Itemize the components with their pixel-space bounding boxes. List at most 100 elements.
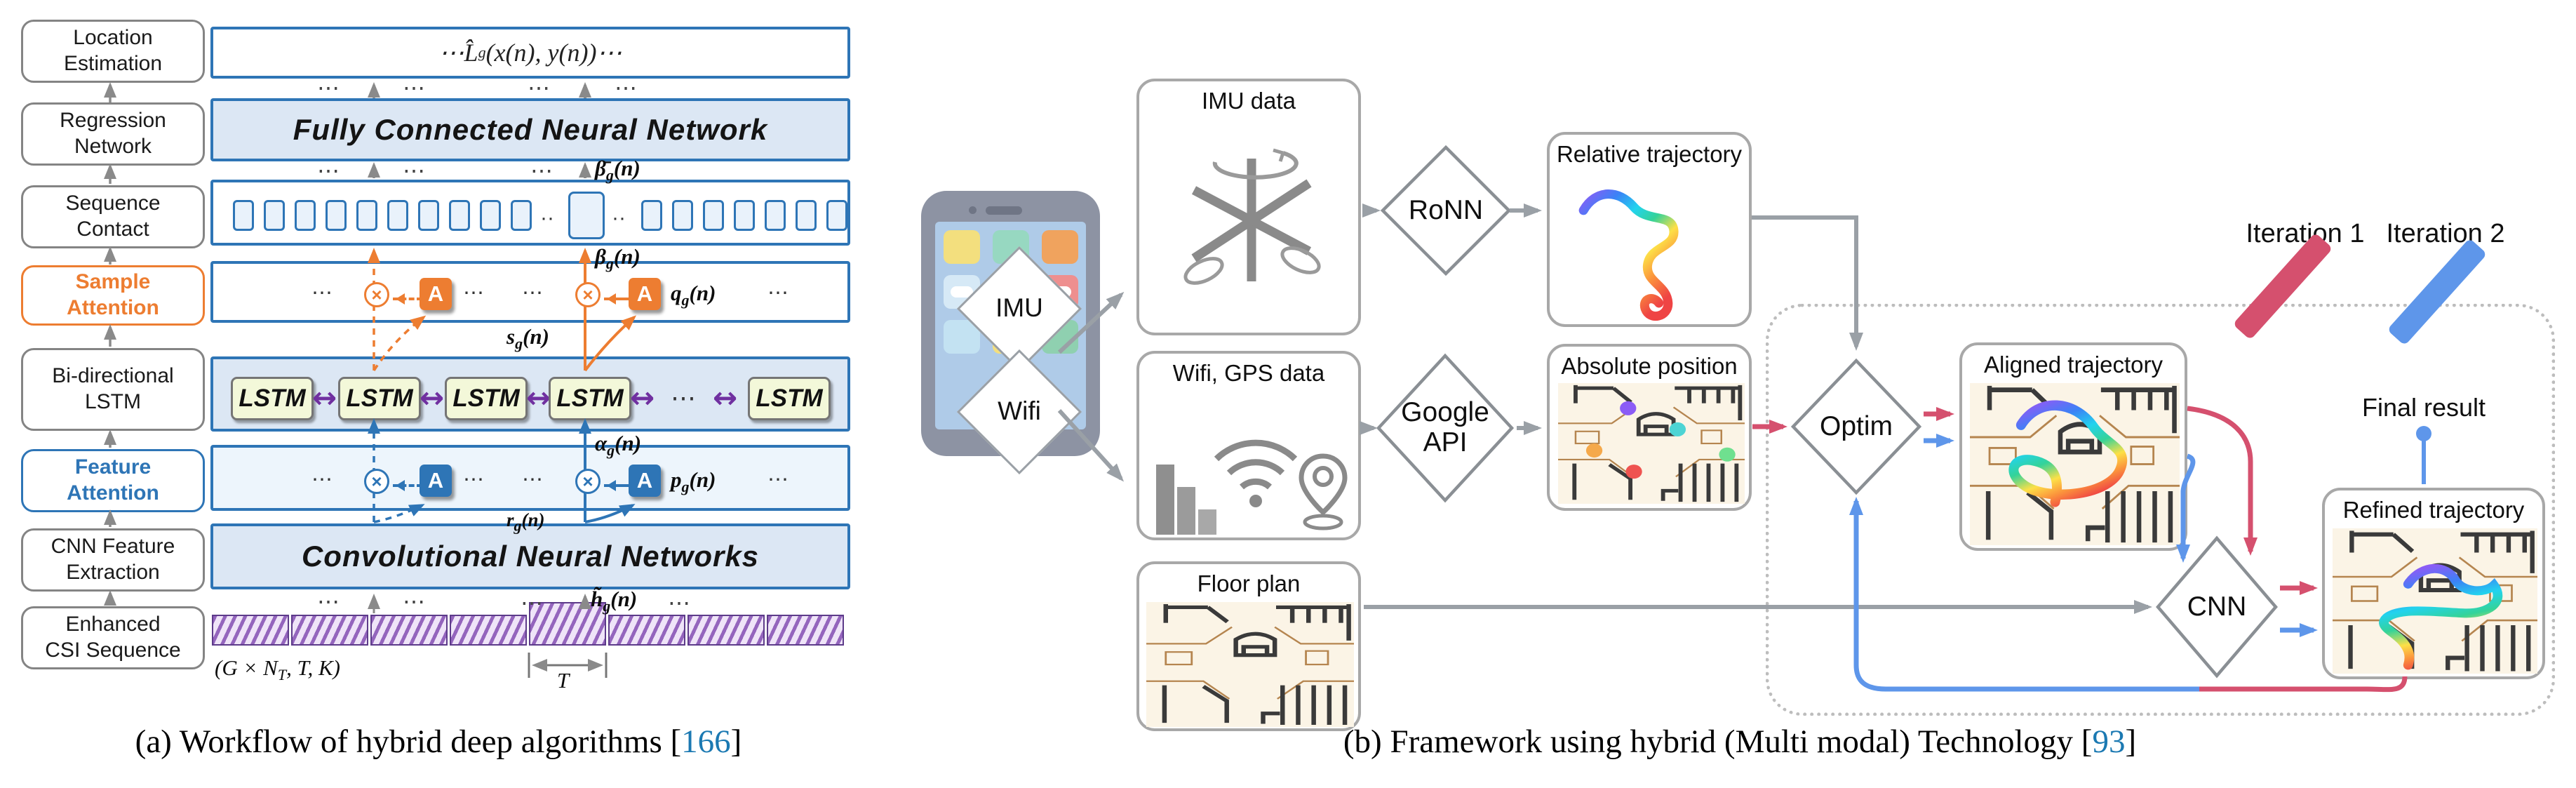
wifi-gps-icons	[1156, 439, 1348, 535]
label-line: CNN Feature	[51, 535, 175, 559]
ellipsis: ⋯	[463, 281, 484, 305]
refined-trajectory-box: Refined trajectory	[2322, 488, 2545, 679]
math-base: r	[507, 509, 514, 530]
label-line: Enhanced	[65, 613, 161, 636]
math-base: q	[671, 281, 682, 305]
bidirectional-arrow-icon: ↔	[312, 380, 337, 415]
attention-letter: A	[636, 468, 653, 493]
math-sub: g	[515, 335, 523, 353]
lstm-cell: LSTM	[231, 377, 314, 420]
ellipsis: ⋯	[317, 589, 340, 614]
floor-plan-image	[1146, 602, 1354, 727]
token-square	[480, 200, 501, 231]
label-line: Location	[73, 26, 153, 50]
caption-b-bracket: ]	[2125, 723, 2137, 760]
gyroscope-icon	[1183, 148, 1321, 285]
math-base: s	[507, 324, 516, 349]
math-sub: T	[277, 666, 287, 684]
refined-trajectory-image	[2333, 528, 2537, 674]
legend-iteration-2: Iteration 2	[2386, 219, 2505, 248]
ronn-diamond: RoNN	[1379, 144, 1512, 277]
label-regression-network: Regression Network	[21, 102, 205, 166]
attention-letter: A	[427, 281, 444, 306]
attention-arrow	[604, 293, 633, 305]
ellipsis: ⋯	[530, 158, 554, 183]
iteration-region	[1766, 304, 2555, 716]
imu-data-box: IMU data	[1136, 79, 1361, 335]
ellipsis: ⋯	[403, 75, 426, 100]
label-line: LSTM	[84, 390, 141, 413]
speaker-bar-icon	[986, 206, 1022, 215]
app-icon-detail	[951, 286, 973, 298]
math-sub: g	[607, 441, 615, 460]
formula-dots: ⋯	[596, 39, 622, 67]
label-enhanced-csi-sequence: Enhanced CSI Sequence	[21, 606, 205, 669]
citation-link-166[interactable]: 166	[681, 723, 731, 760]
attention-block-a: A	[629, 278, 661, 310]
sample-attention-block: ⋯ × A ⋯ ⋯ × A qg(n) ⋯	[210, 261, 850, 323]
token-square	[703, 200, 724, 231]
label-line: Regression	[60, 109, 166, 133]
app-icon	[944, 230, 980, 264]
ellipsis: ⋯	[767, 281, 789, 305]
math-tail: (n)	[613, 156, 640, 180]
math-tail: (n)	[689, 467, 716, 492]
ellipsis: ⋯	[521, 590, 544, 615]
attention-arrow-dashed	[393, 293, 422, 305]
attention-letter: A	[427, 468, 444, 493]
csi-segment-raised	[529, 602, 606, 646]
sequence-contact-block: ·· ··	[210, 180, 850, 246]
formula-base: L̂	[464, 39, 478, 67]
diamond-shape	[1790, 358, 1922, 495]
final-result-label: Final result	[2361, 393, 2486, 422]
imu-diamond-label: IMU	[995, 293, 1043, 322]
multiply-glyph: ×	[582, 283, 593, 305]
absolute-position-title: Absolute position	[1561, 353, 1738, 379]
fcnn-block: Fully Connected Neural Network	[210, 98, 850, 161]
token-square	[295, 200, 316, 231]
token-square	[326, 200, 347, 231]
math-tail: , T, K)	[286, 655, 341, 680]
cnn-title: Convolutional Neural Networks	[301, 540, 760, 573]
ellipsis: ⋯	[317, 75, 340, 100]
ellipsis: ⋯	[311, 468, 333, 491]
lstm-text: LSTM	[239, 385, 306, 412]
formula-sub: g	[478, 44, 486, 61]
formula-dots: ⋯	[438, 39, 464, 67]
output-location-box: ⋯L̂g(x(n), y(n))⋯	[210, 27, 850, 79]
math-sub: g	[681, 478, 690, 496]
ellipsis: ··	[540, 206, 554, 229]
label-line: Estimation	[63, 52, 163, 75]
multiply-icon: ×	[364, 282, 389, 307]
label-line: Sample	[75, 270, 151, 294]
math-sub: g	[514, 516, 522, 535]
label-line: Bi-directional	[52, 364, 174, 388]
google-api-label: Google API	[1375, 352, 1515, 504]
token-square	[765, 200, 786, 231]
math-h-label: h̃g(n)	[591, 587, 637, 615]
math-tail: (n)	[689, 281, 716, 305]
caption-a: (a) Workflow of hybrid deep algorithms […	[0, 723, 877, 761]
lstm-text: LSTM	[452, 385, 520, 412]
math-dims-label: (G × NT, T, K)	[215, 655, 340, 684]
citation-link-93[interactable]: 93	[2092, 723, 2126, 760]
cnn-diamond: CNN	[2155, 535, 2279, 679]
bidirectional-arrow-icon: ↔	[526, 380, 551, 415]
formula-tail: (x(n), y(n))	[485, 39, 597, 67]
label-line: Contact	[76, 218, 149, 241]
token-square	[387, 200, 408, 231]
caption-a-bracket: ]	[730, 723, 742, 760]
lstm-cell: LSTM	[748, 377, 831, 420]
math-alpha-label: αg(n)	[595, 431, 641, 460]
position-dot-cyan	[1669, 422, 1686, 436]
position-dot-green	[1719, 447, 1736, 462]
ronn-text: RoNN	[1408, 194, 1484, 225]
math-q-label: qg(n)	[671, 281, 716, 309]
bidirectional-arrow-icon: ↔	[630, 380, 655, 415]
lstm-text: LSTM	[556, 385, 624, 412]
lstm-text: LSTM	[346, 385, 413, 412]
math-r-label: rg(n)	[507, 509, 545, 535]
caption-b: (b) Framework using hybrid (Multi modal)…	[1003, 723, 2476, 761]
panel-workflow: Location Estimation Regression Network S…	[0, 0, 877, 788]
